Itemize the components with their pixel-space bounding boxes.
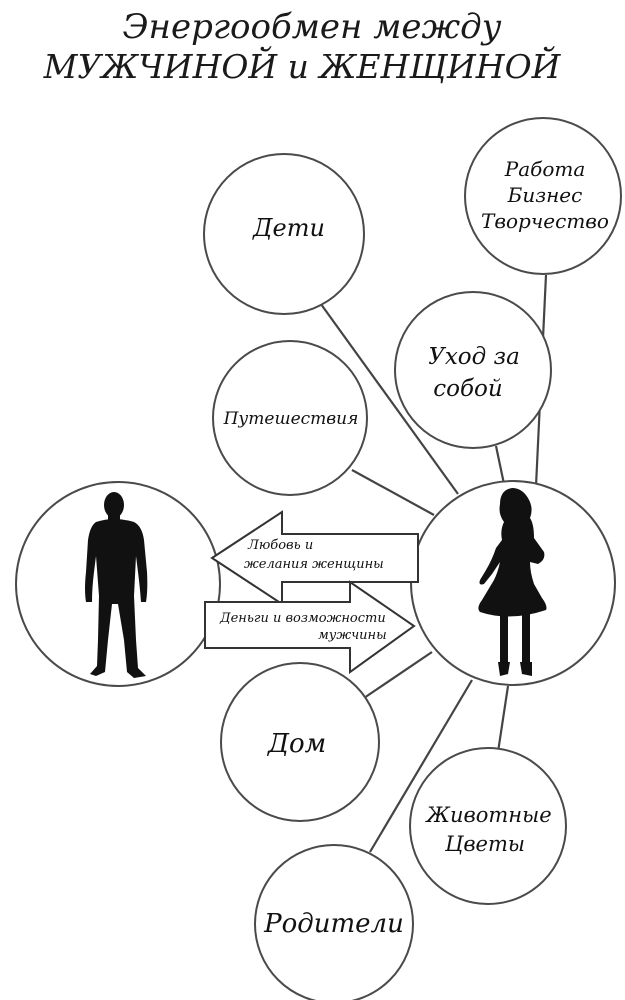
node-rabota-line-3: Творчество — [481, 209, 609, 233]
arrow-to-man-line-1: Любовь и — [247, 538, 313, 553]
connector-uhod — [494, 445, 506, 485]
woman-node — [410, 480, 616, 686]
node-dom: Дом — [220, 662, 380, 822]
title-line-1: Энергообмен между — [123, 7, 502, 47]
node-uhod: Уход за собой — [394, 291, 552, 449]
node-zhivotnye-line-1: Животные — [424, 803, 551, 827]
arrow-to-woman: Деньги и возможности мужчины — [204, 580, 416, 674]
connector-roditeli — [369, 679, 473, 853]
arrow-to-man-line-2: желания женщины — [244, 557, 384, 572]
node-rabota-line-2: Бизнес — [507, 183, 583, 207]
node-roditeli: Родители — [254, 844, 414, 1000]
connector-zhivotnye — [496, 685, 510, 753]
node-puteshestviya-label: Путешествия — [223, 409, 359, 429]
connector-dom — [363, 651, 433, 699]
man-node — [15, 481, 221, 687]
node-zhivotnye: Животные Цветы — [409, 747, 567, 905]
node-deti: Дети — [203, 153, 365, 315]
man-silhouette-icon — [85, 492, 148, 678]
node-roditeli-label: Родители — [263, 909, 404, 939]
node-dom-label: Дом — [267, 729, 326, 759]
arrow-to-woman-line-2: мужчины — [318, 628, 387, 643]
node-rabota: Работа Бизнес Творчество — [464, 117, 622, 275]
connectors — [317, 274, 548, 853]
node-zhivotnye-line-2: Цветы — [444, 832, 525, 856]
woman-silhouette-icon — [478, 488, 547, 676]
title-line-2: МУЖЧИНОЙ и ЖЕНЩИНОЙ — [43, 45, 562, 86]
node-uhod-line-2: собой — [433, 376, 502, 402]
node-rabota-line-1: Работа — [504, 157, 586, 181]
connector-puteshestviya — [351, 469, 435, 516]
connector-deti — [317, 299, 459, 495]
node-uhod-line-1: Уход за — [428, 344, 520, 370]
node-puteshestviya: Путешествия — [212, 340, 368, 496]
node-deti-label: Дети — [252, 214, 325, 242]
arrow-to-woman-line-1: Деньги и возможности — [219, 611, 386, 626]
arrow-to-man: Любовь и желания женщины — [210, 510, 419, 606]
